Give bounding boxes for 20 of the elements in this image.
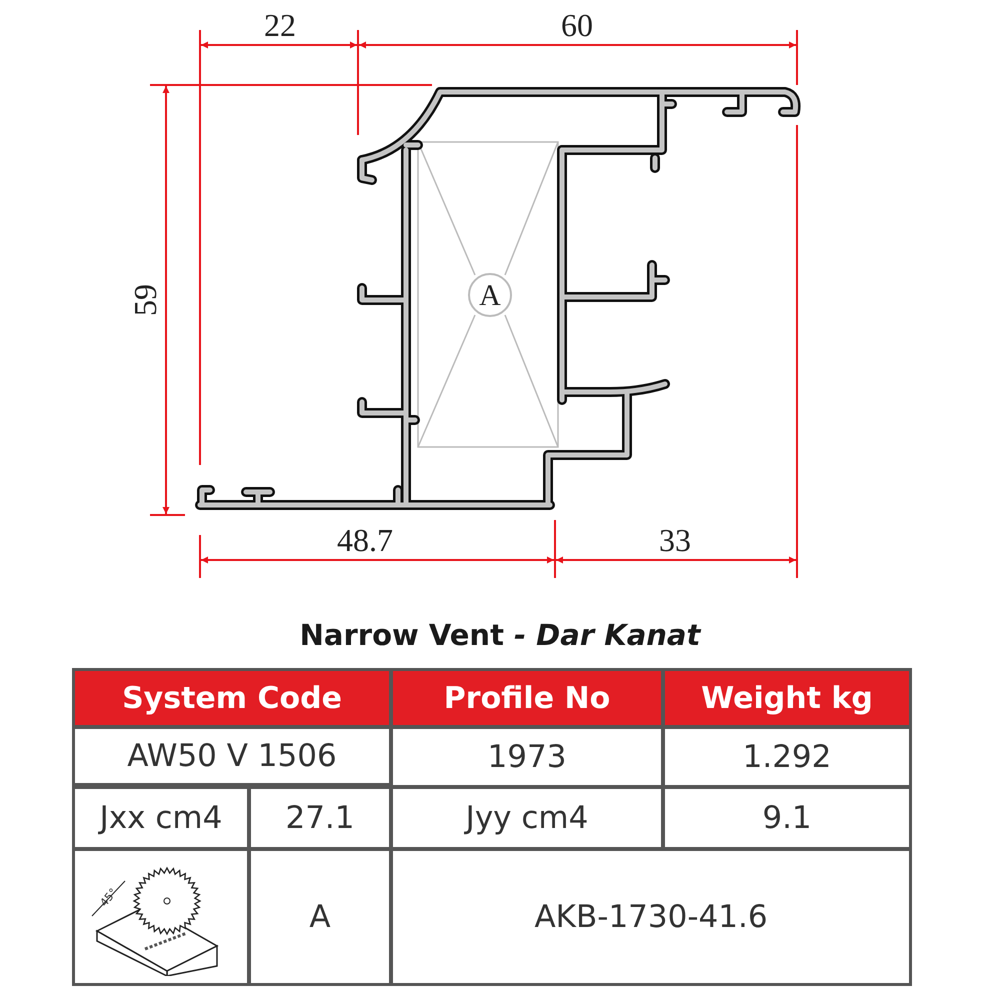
dimension-text: 48.7 [337,524,393,556]
table-cell: AKB-1730-41.6 [390,848,912,986]
table-header: Profile No [390,668,664,728]
table-header: System Code [72,668,392,728]
table-cell: 9.1 [662,786,912,850]
table-cell: 1973 [390,726,664,788]
table-cell: 1.292 [662,726,912,788]
table-header: Weight kg [662,668,912,728]
table-cell: 27.1 [248,786,392,850]
dimension-text: 60 [561,9,593,41]
dimension-text: 33 [659,524,691,556]
table-cell: A [248,848,392,986]
table-cell: AW50 V 1506 [72,726,392,786]
table-cell: Jxx cm4 [72,786,250,850]
title: Narrow Vent - Dar Kanat [298,618,702,652]
angle-label: 45° [98,886,120,910]
dimension-text: 59 [129,284,161,316]
table-cell: Jyy cm4 [390,786,664,850]
dimension-text: 22 [264,9,296,41]
section-label: A [479,281,501,311]
